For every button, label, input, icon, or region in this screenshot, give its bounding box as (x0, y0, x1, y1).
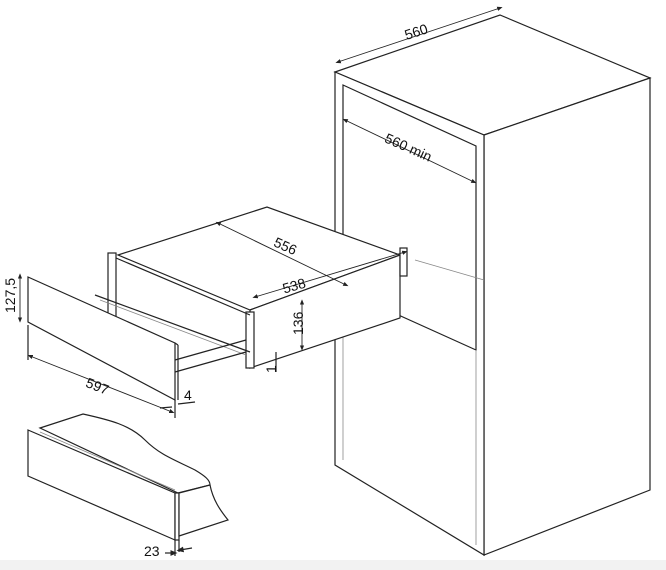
label-127-5: 127,5 (2, 278, 18, 313)
bottom-bar (0, 560, 666, 570)
dim-538-line (252, 250, 408, 299)
label-538: 538 (281, 275, 308, 297)
label-1: 1 (263, 365, 279, 373)
front-detail (27, 413, 230, 541)
label-23: 23 (144, 543, 160, 559)
dim-597-line (27, 354, 175, 414)
label-136: 136 (290, 311, 306, 335)
label-4: 4 (184, 387, 192, 403)
label-597: 597 (84, 374, 112, 398)
dim-560-line (335, 6, 503, 64)
label-560: 560 (403, 20, 430, 43)
dim-560min-line (342, 118, 477, 184)
cabinet (333, 14, 652, 557)
